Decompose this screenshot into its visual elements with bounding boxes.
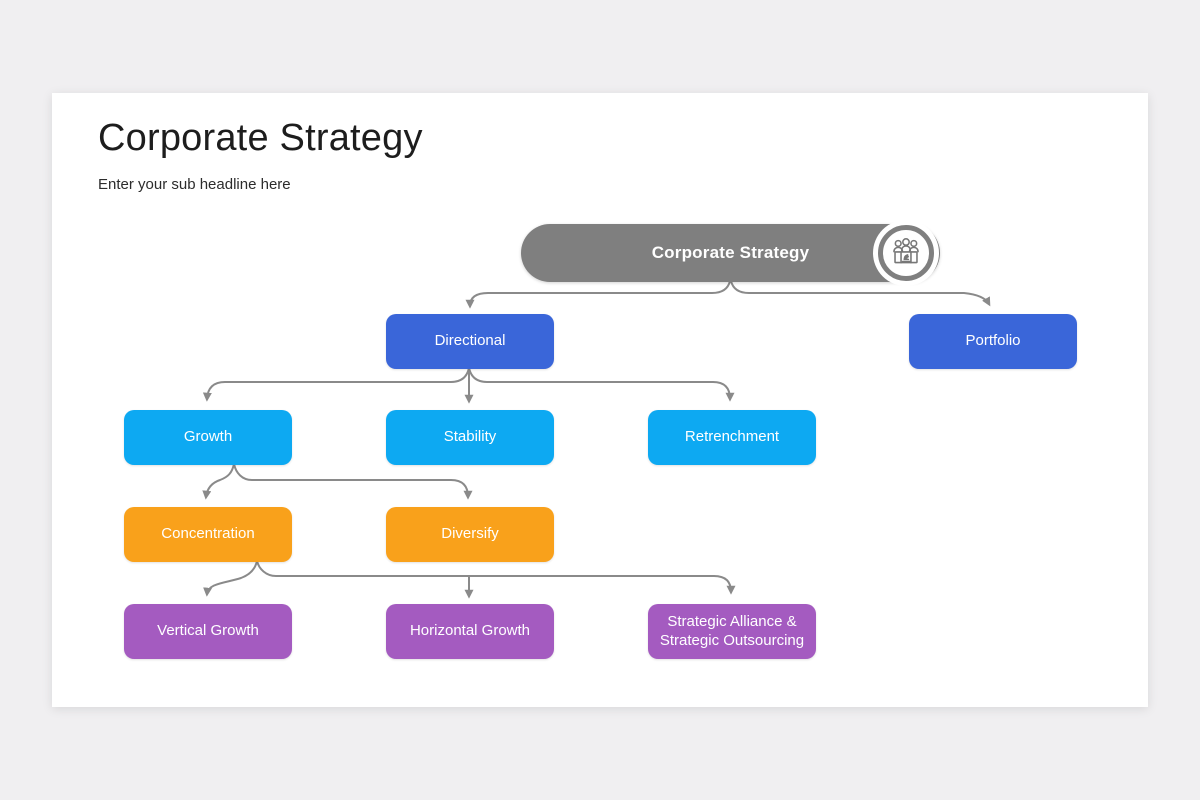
node-label: Concentration [161, 525, 255, 543]
node-label: Strategic Alliance & Strategic Outsourci… [659, 612, 805, 649]
node-concentration: Concentration [124, 507, 292, 562]
node-horizontal-growth: Horizontal Growth [386, 604, 554, 659]
root-icon-badge [878, 225, 934, 281]
page-title: Corporate Strategy [98, 117, 423, 159]
node-label: Vertical Growth [157, 622, 259, 640]
root-node-label: Corporate Strategy [651, 243, 810, 262]
root-node-corporate-strategy: Corporate Strategy [521, 224, 940, 282]
node-label: Portfolio [965, 332, 1021, 350]
node-portfolio: Portfolio [909, 314, 1077, 369]
node-label: Growth [183, 428, 233, 446]
node-retrenchment: Retrenchment [648, 410, 816, 465]
node-label: Diversify [441, 525, 499, 543]
node-label: Retrenchment [684, 428, 780, 446]
page-subtitle: Enter your sub headline here [98, 175, 291, 193]
node-diversify: Diversify [386, 507, 554, 562]
node-label: Horizontal Growth [409, 622, 531, 640]
node-growth: Growth [124, 410, 292, 465]
strategy-team-icon [893, 238, 919, 264]
node-label: Directional [434, 332, 506, 350]
node-strategic-alliance: Strategic Alliance & Strategic Outsourci… [648, 604, 816, 659]
node-directional: Directional [386, 314, 554, 369]
title-block: Corporate Strategy Enter your sub headli… [98, 116, 423, 193]
node-vertical-growth: Vertical Growth [124, 604, 292, 659]
node-label: Stability [443, 428, 497, 446]
node-stability: Stability [386, 410, 554, 465]
